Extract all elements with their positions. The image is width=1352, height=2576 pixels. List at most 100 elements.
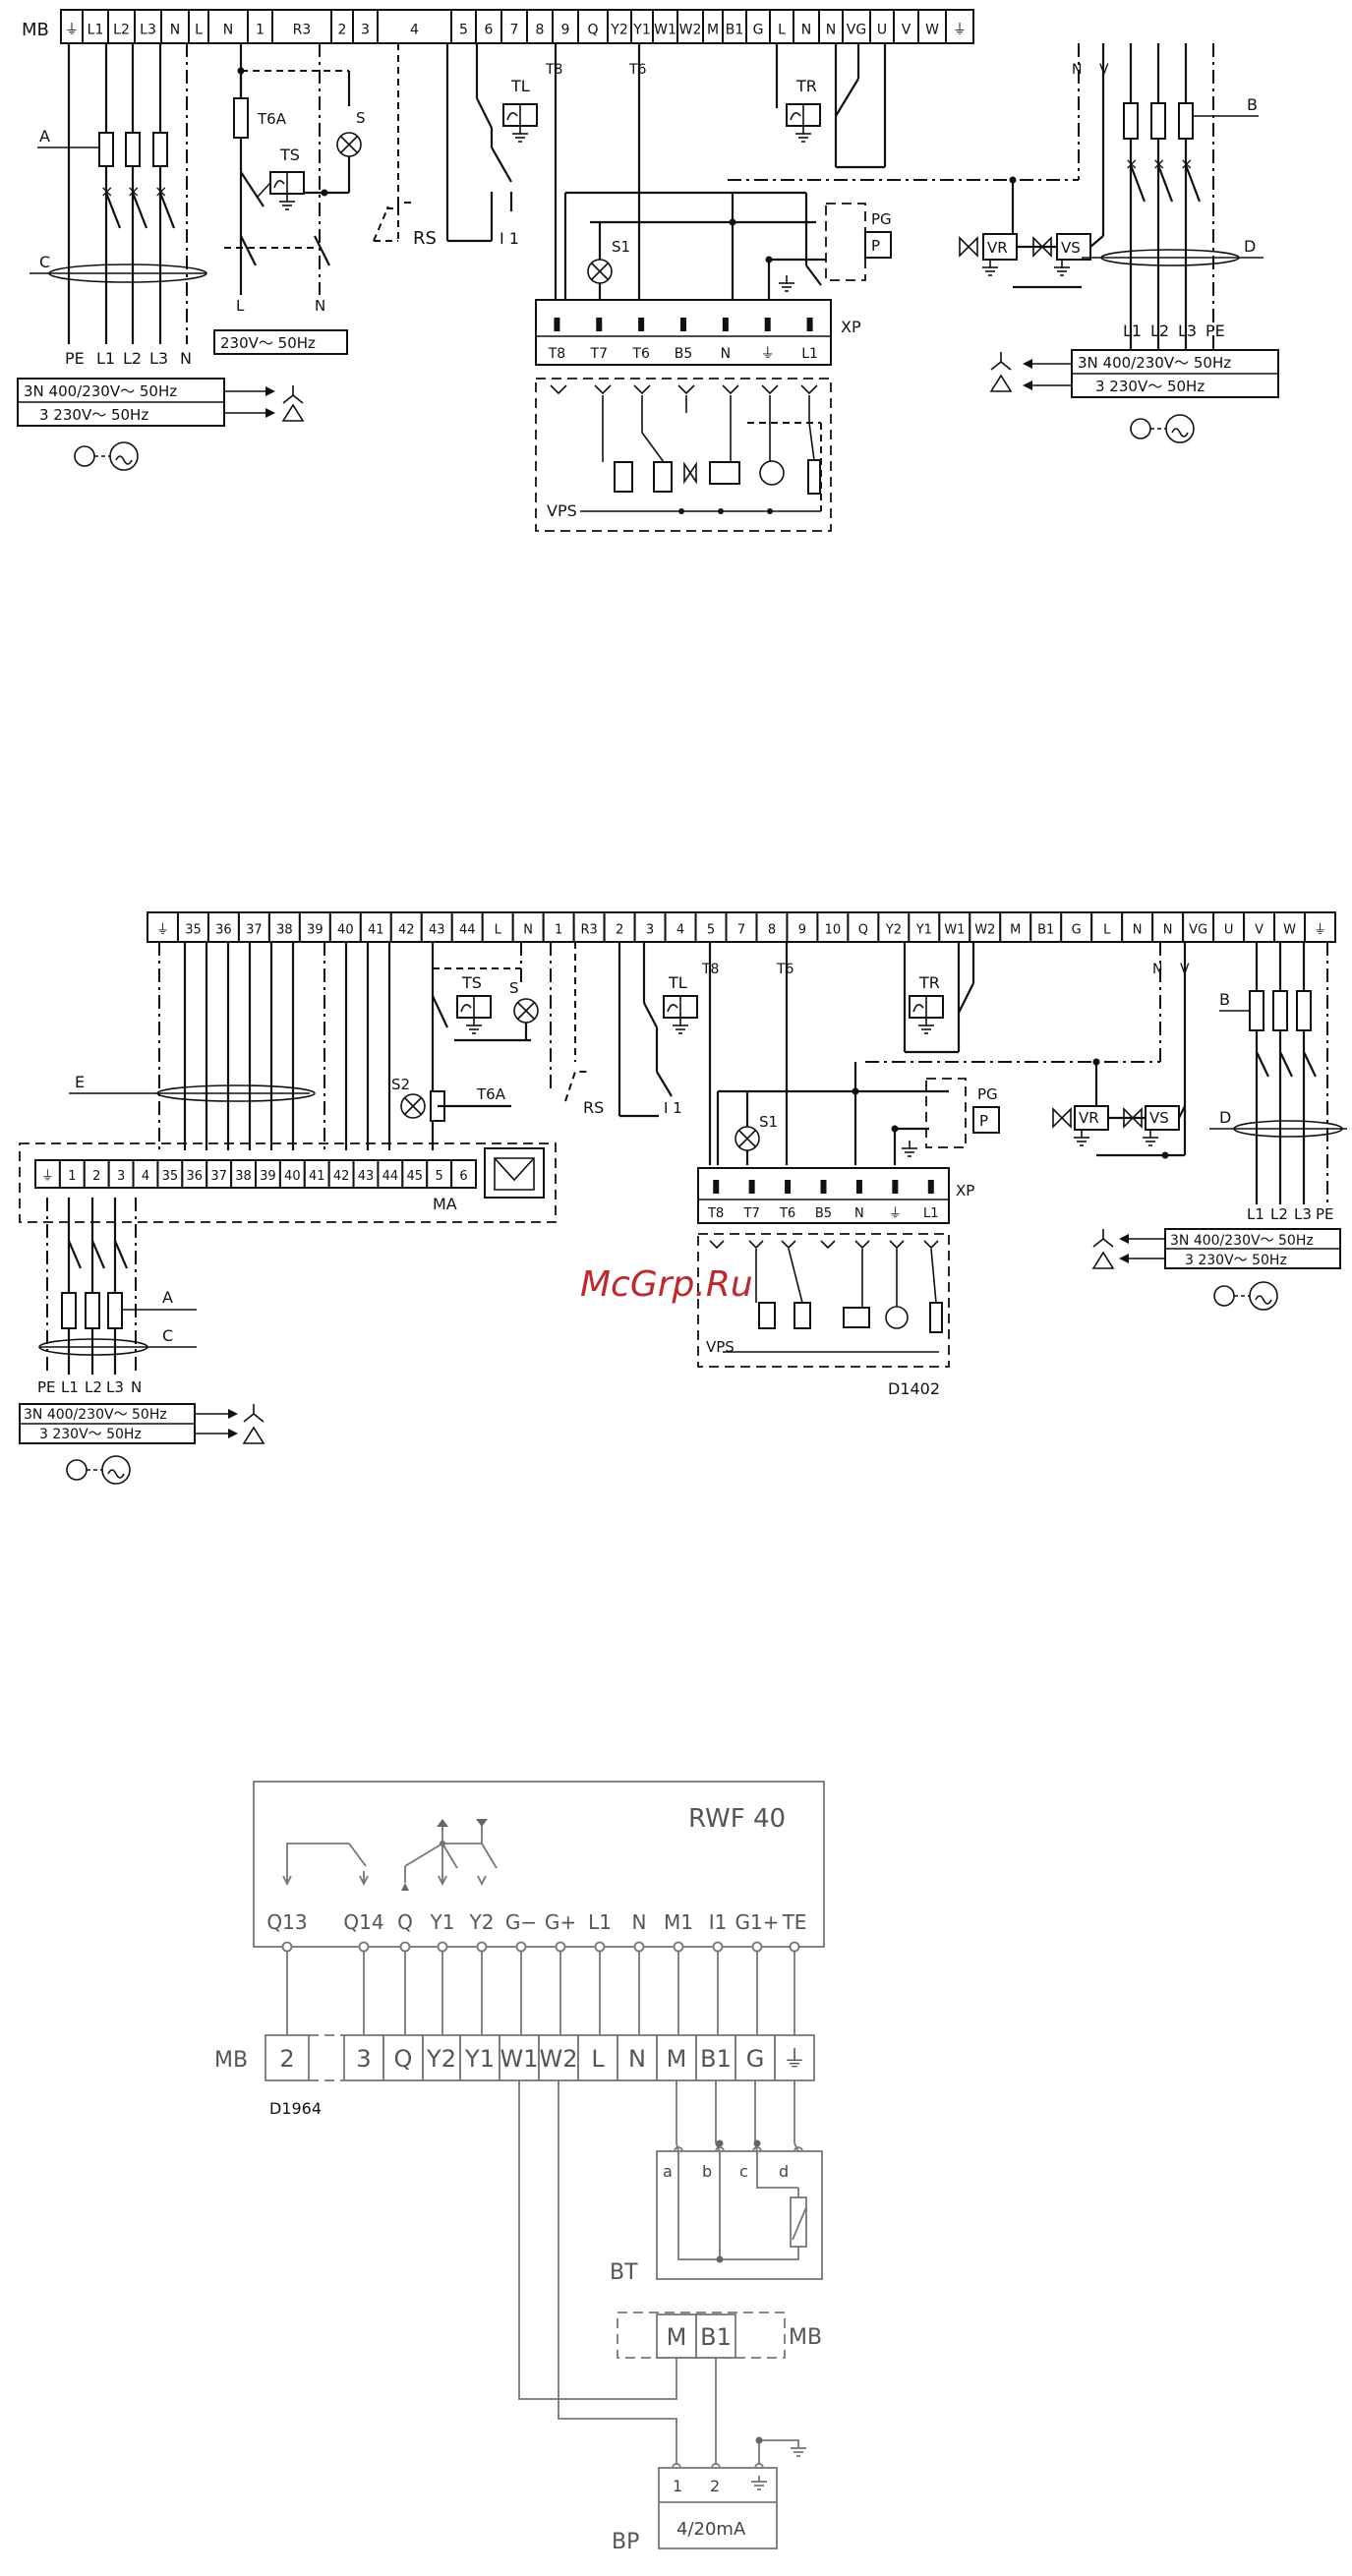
mb3-terminal-9-m: M: [667, 2045, 687, 2073]
d2-terminal-2-36: 36: [215, 923, 232, 938]
d2-ma-terminal-5-35: 35: [162, 1169, 179, 1184]
d2-xp-0-t8: T8: [707, 1206, 724, 1221]
d1-terminal-8-r3: R3: [293, 22, 312, 37]
svg-text:×: ×: [1152, 154, 1165, 173]
label-v-2: V: [1180, 962, 1190, 977]
bt-pin-b: b: [702, 2162, 712, 2181]
br2-l2: L2: [1270, 1205, 1288, 1223]
label-vr-2: VR: [1079, 1109, 1099, 1127]
d2-terminal-5-39: 39: [307, 923, 323, 938]
d2-ma-terminal-13-43: 43: [358, 1169, 375, 1184]
d2-xp-2-t6: T6: [779, 1206, 795, 1221]
d1-terminal-14-7: 7: [510, 22, 519, 37]
mb3-terminal-3-y2: Y2: [426, 2045, 456, 2073]
d2-terminal-34-vg: VG: [1189, 923, 1207, 938]
label-t6-2: T6: [776, 962, 794, 977]
label-t8-top: T8: [545, 62, 562, 78]
d2-terminal-15-2: 2: [616, 923, 623, 938]
d1-xp-2-t6: T6: [631, 346, 650, 362]
bl2-l3: L3: [106, 1378, 124, 1396]
label-b-2: B: [1219, 990, 1230, 1009]
d1-terminal-31-w: W: [925, 22, 939, 37]
mb2-terminal-0-m: M: [667, 2323, 687, 2351]
d2-terminal-12-n: N: [523, 923, 533, 938]
mb3-terminal-10-b1: B1: [700, 2045, 732, 2073]
supply-left-3n: 3N 400/230V〜 50Hz: [24, 382, 177, 400]
label-pg: PG: [871, 210, 892, 228]
mb3-terminal-7-l: L: [591, 2045, 605, 2073]
label-a-2: A: [162, 1288, 173, 1307]
d2-ma-terminal-6-36: 36: [187, 1169, 204, 1184]
d1-terminal-10-3: 3: [361, 22, 370, 37]
supply-right-3n: 3N 400/230V〜 50Hz: [1078, 354, 1231, 372]
rwf-pin-6-g: G+: [545, 1910, 576, 1934]
label-i1-2: I 1: [664, 1099, 682, 1117]
d2-terminal-18-5: 5: [707, 923, 715, 938]
label-c-2: C: [162, 1326, 173, 1345]
rwf-pin-11-g1: G1+: [735, 1910, 780, 1934]
d2-terminal-19-7: 7: [737, 923, 745, 938]
supply2-left-3n: 3N 400/230V〜 50Hz: [24, 1407, 167, 1423]
label-pg-2: PG: [977, 1085, 998, 1103]
label-rs: RS: [413, 228, 437, 249]
rwf-internal-contacts: [282, 1819, 498, 1891]
d2-terminal-11-l: L: [495, 923, 502, 938]
d1-terminal-0-gnd: ⏚: [65, 22, 79, 37]
rwf-pin-3-y1: Y1: [430, 1910, 455, 1934]
bl-l3: L3: [149, 349, 168, 368]
label-d: D: [1244, 237, 1256, 256]
mb3-terminal-8-n: N: [628, 2045, 646, 2073]
d2-xp-4-n: N: [854, 1206, 864, 1221]
d2-ma-terminal-3-3: 3: [117, 1169, 125, 1184]
bp-signal: 4/20mA: [676, 2519, 746, 2540]
d2-terminal-20-8: 8: [768, 923, 776, 938]
fuse-l1: [98, 132, 114, 167]
d1-terminal-25-l: L: [778, 22, 786, 37]
bl-pe: PE: [65, 349, 85, 368]
bt-internals: [677, 2151, 807, 2263]
d2-ma-terminal-0-gnd: ⏚: [41, 1169, 54, 1184]
d1-terminal-32-gnd: ⏚: [953, 22, 967, 37]
rwf-pin-2-q: Q: [397, 1910, 413, 1934]
label-xp-2: XP: [956, 1182, 974, 1200]
d1-xp-4-n: N: [721, 346, 731, 362]
d2-ma-terminal-9-39: 39: [260, 1169, 276, 1184]
mb3-terminal-0-2: 2: [279, 2045, 294, 2073]
label-t6a: T6A: [257, 110, 287, 128]
d1-terminal-22-m: M: [707, 22, 719, 37]
label-vps-2: VPS: [706, 1338, 735, 1356]
mb3-terminal-1-3: 3: [356, 2045, 371, 2073]
bl-n: N: [180, 349, 192, 368]
label-vr: VR: [987, 239, 1008, 257]
d2-terminal-35-u: U: [1224, 923, 1234, 938]
rwf-pin-7-l1: L1: [588, 1910, 612, 1934]
rwf-pin-9-m1: M1: [664, 1910, 693, 1934]
br2-l1: L1: [1247, 1205, 1264, 1223]
supply-left-3: 3 230V〜 50Hz: [39, 406, 148, 424]
rwf-pin-8-n: N: [632, 1910, 647, 1934]
bt-pin-d: d: [779, 2162, 789, 2181]
mb-label-3: MB: [214, 2048, 248, 2073]
d1-terminal-17-q: Q: [587, 22, 598, 37]
rwf-pin-5-g: G−: [505, 1910, 537, 1934]
label-d-2: D: [1219, 1108, 1231, 1127]
d2-terminal-17-4: 4: [676, 923, 684, 938]
bt-pin-c: c: [739, 2162, 748, 2181]
d2-terminal-25-y1: Y1: [915, 923, 932, 938]
label-a: A: [39, 127, 50, 146]
label-i1: I 1: [500, 229, 519, 248]
d2-terminal-22-10: 10: [825, 923, 842, 938]
bl2-n: N: [131, 1378, 142, 1396]
label-s1-2: S1: [759, 1113, 778, 1131]
mb-label: MB: [22, 20, 49, 40]
star-symbol: [282, 385, 304, 404]
bt-label: BT: [610, 2260, 638, 2285]
bl2-l1: L1: [61, 1378, 79, 1396]
d2-terminal-38-gnd: ⏚: [1314, 923, 1326, 938]
mb3-terminal-11-g: G: [746, 2045, 765, 2073]
d2-terminal-33-n: N: [1163, 923, 1173, 938]
d1-terminal-7-1: 1: [256, 22, 265, 37]
d2-ma-terminal-15-45: 45: [407, 1169, 424, 1184]
